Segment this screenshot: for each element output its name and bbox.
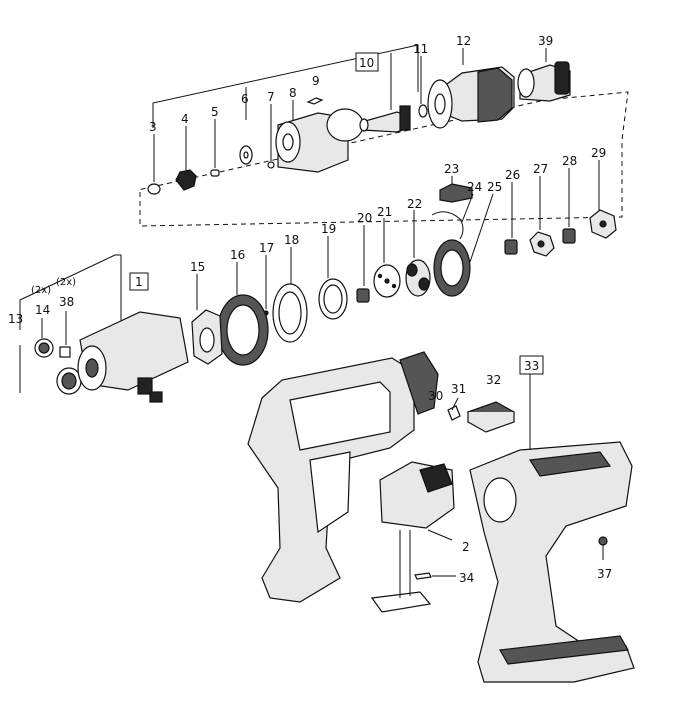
label-26: 26: [505, 168, 520, 182]
label-34: 34: [459, 571, 474, 585]
label-13: 13: [8, 312, 23, 326]
label-33-box: [519, 355, 544, 375]
part-13-bearing-ring: [56, 367, 82, 395]
part-6-washer: [239, 145, 253, 165]
part-19-gear-ring: [318, 236, 348, 320]
part-38-brush-holder: [59, 311, 71, 358]
part-27-sun-carrier: [529, 176, 555, 257]
label-14-qty: (2x): [31, 285, 51, 296]
label-23: 23: [444, 162, 459, 176]
label-38-qty: (2x): [56, 277, 76, 288]
part-1-motor: [77, 311, 189, 403]
label-14: 14: [35, 303, 50, 317]
label-20: 20: [357, 211, 372, 225]
label-10-box: [355, 52, 379, 72]
part-20-planet-gear: [356, 225, 370, 303]
part-2-switch: [370, 461, 455, 613]
label-38: 38: [59, 295, 74, 309]
part-33-right-housing: [469, 372, 635, 683]
label-10: 10: [359, 56, 374, 70]
assembly-bracket-motor: [19, 254, 122, 393]
label-29: 29: [591, 146, 606, 160]
part-12-keyless-chuck: [427, 48, 515, 129]
part-32-pad: [466, 401, 516, 433]
label-12: 12: [456, 34, 471, 48]
part-3-retaining-ring: [147, 134, 161, 195]
label-9: 9: [312, 74, 320, 88]
part-18-ring: [272, 247, 308, 343]
part-5-pin: [210, 119, 220, 177]
part-37-screw: [598, 536, 608, 560]
part-22-planet-carrier: [405, 210, 431, 297]
label-24: 24: [467, 180, 482, 194]
label-22: 22: [407, 197, 422, 211]
part-17-pin: [263, 255, 269, 316]
part-24-spring-wire: [431, 193, 474, 240]
part-7-ball: [267, 104, 275, 169]
label-33: 33: [524, 359, 539, 373]
label-21: 21: [377, 205, 392, 219]
label-11: 11: [413, 42, 428, 56]
label-25: 25: [487, 180, 502, 194]
part-21-thrust-washer: [373, 218, 401, 298]
label-39: 39: [538, 34, 553, 48]
part-34-pin: [414, 572, 456, 580]
part-30-left-housing: [247, 351, 439, 603]
part-14-brush: [34, 318, 54, 358]
part-15-motor-plate: [191, 274, 223, 365]
label-31: 31: [451, 382, 466, 396]
label-7: 7: [267, 90, 275, 104]
label-37: 37: [597, 567, 612, 581]
part-26-planet-gear: [504, 182, 518, 255]
label-16: 16: [230, 248, 245, 262]
part-11-o-ring: [418, 56, 428, 118]
label-30: 30: [428, 389, 443, 403]
label-32: 32: [486, 373, 501, 387]
label-1: 1: [135, 275, 143, 289]
part-4-thumbwheel: [175, 126, 197, 191]
label-27: 27: [533, 162, 548, 176]
label-18: 18: [284, 233, 299, 247]
part-labels: 3 4 5 6 7 8 9 10 11 12 39 23 24 25 26 27…: [8, 34, 612, 585]
part-31-small-clip: [447, 397, 461, 421]
label-4: 4: [181, 112, 189, 126]
label-6: 6: [241, 92, 249, 106]
part-28-planet-gear: [562, 168, 576, 244]
label-19: 19: [321, 222, 336, 236]
part-29-carrier: [589, 160, 617, 239]
part-25-ring-gear: [433, 193, 494, 297]
part-9-key: [306, 97, 324, 105]
part-39-chuck-adapter: [517, 48, 571, 102]
part-16-ring-gear: [217, 262, 269, 366]
label-5: 5: [211, 105, 219, 119]
label-17: 17: [259, 241, 274, 255]
part-23-clip: [439, 176, 473, 203]
label-8: 8: [289, 86, 297, 100]
label-28: 28: [562, 154, 577, 168]
label-1-box: [129, 272, 149, 291]
label-2: 2: [462, 540, 470, 554]
part-8-clutch-housing: [275, 100, 364, 173]
part-10-spindle: [359, 105, 411, 133]
label-15: 15: [190, 260, 205, 274]
label-3: 3: [149, 120, 157, 134]
